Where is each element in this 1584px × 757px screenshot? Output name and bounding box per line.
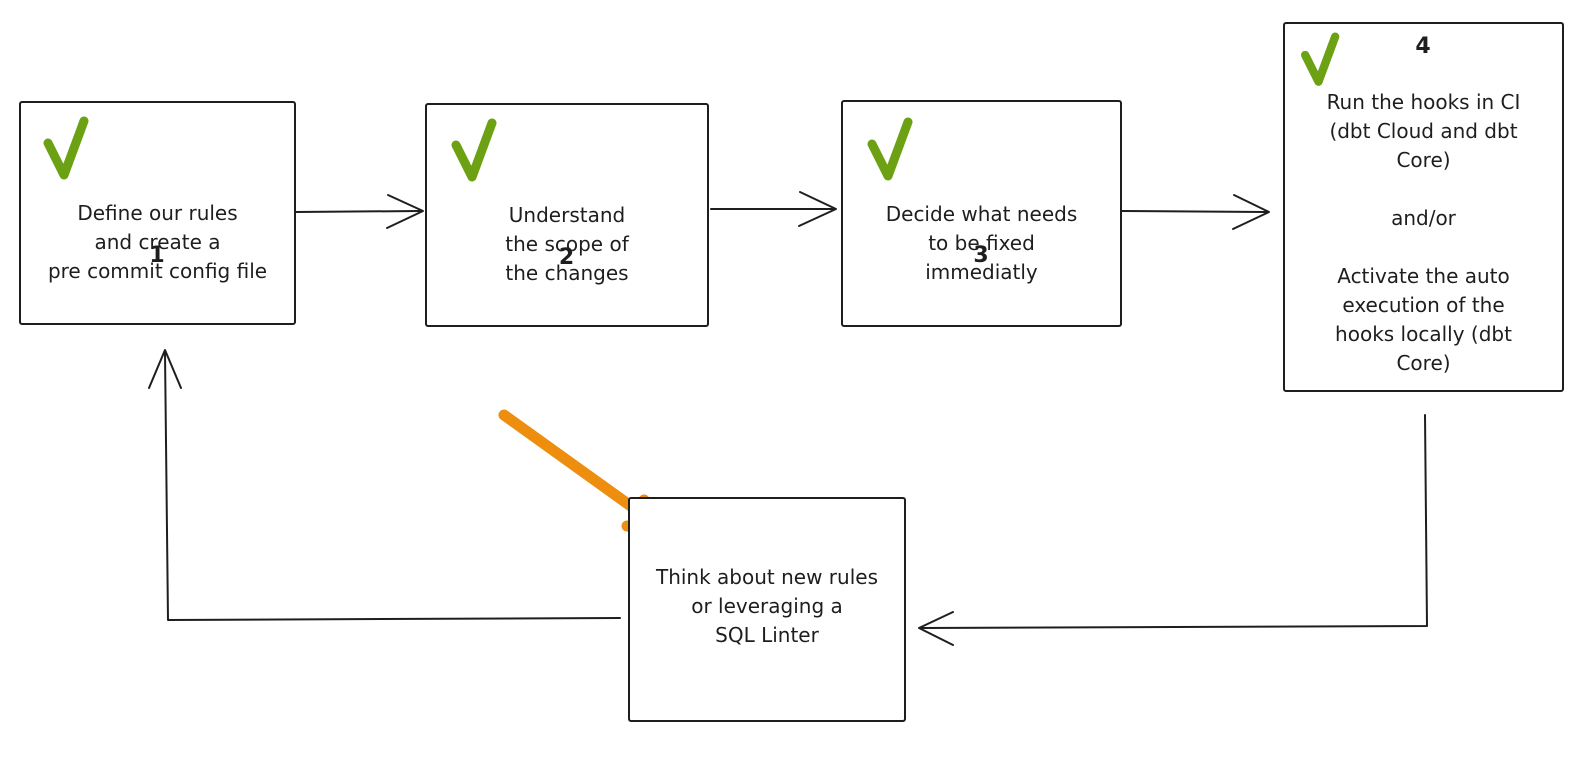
step-number: 1: [149, 243, 166, 268]
step-number: 2: [558, 245, 576, 270]
check-icon: [1300, 32, 1340, 86]
step-number: 4: [1415, 34, 1432, 59]
arrow-step4-to-loop-box: [918, 414, 1428, 646]
check-icon: [451, 118, 497, 182]
check-icon: [867, 117, 913, 181]
arrow-step2-to-step3: [710, 191, 837, 227]
arrow-loop-box-to-step1: [148, 349, 621, 621]
arrow-step3-to-step4: [1121, 194, 1270, 230]
check-icon: [43, 116, 89, 180]
arrow-step1-to-step2: [295, 194, 424, 229]
step-number: 3: [973, 243, 990, 268]
